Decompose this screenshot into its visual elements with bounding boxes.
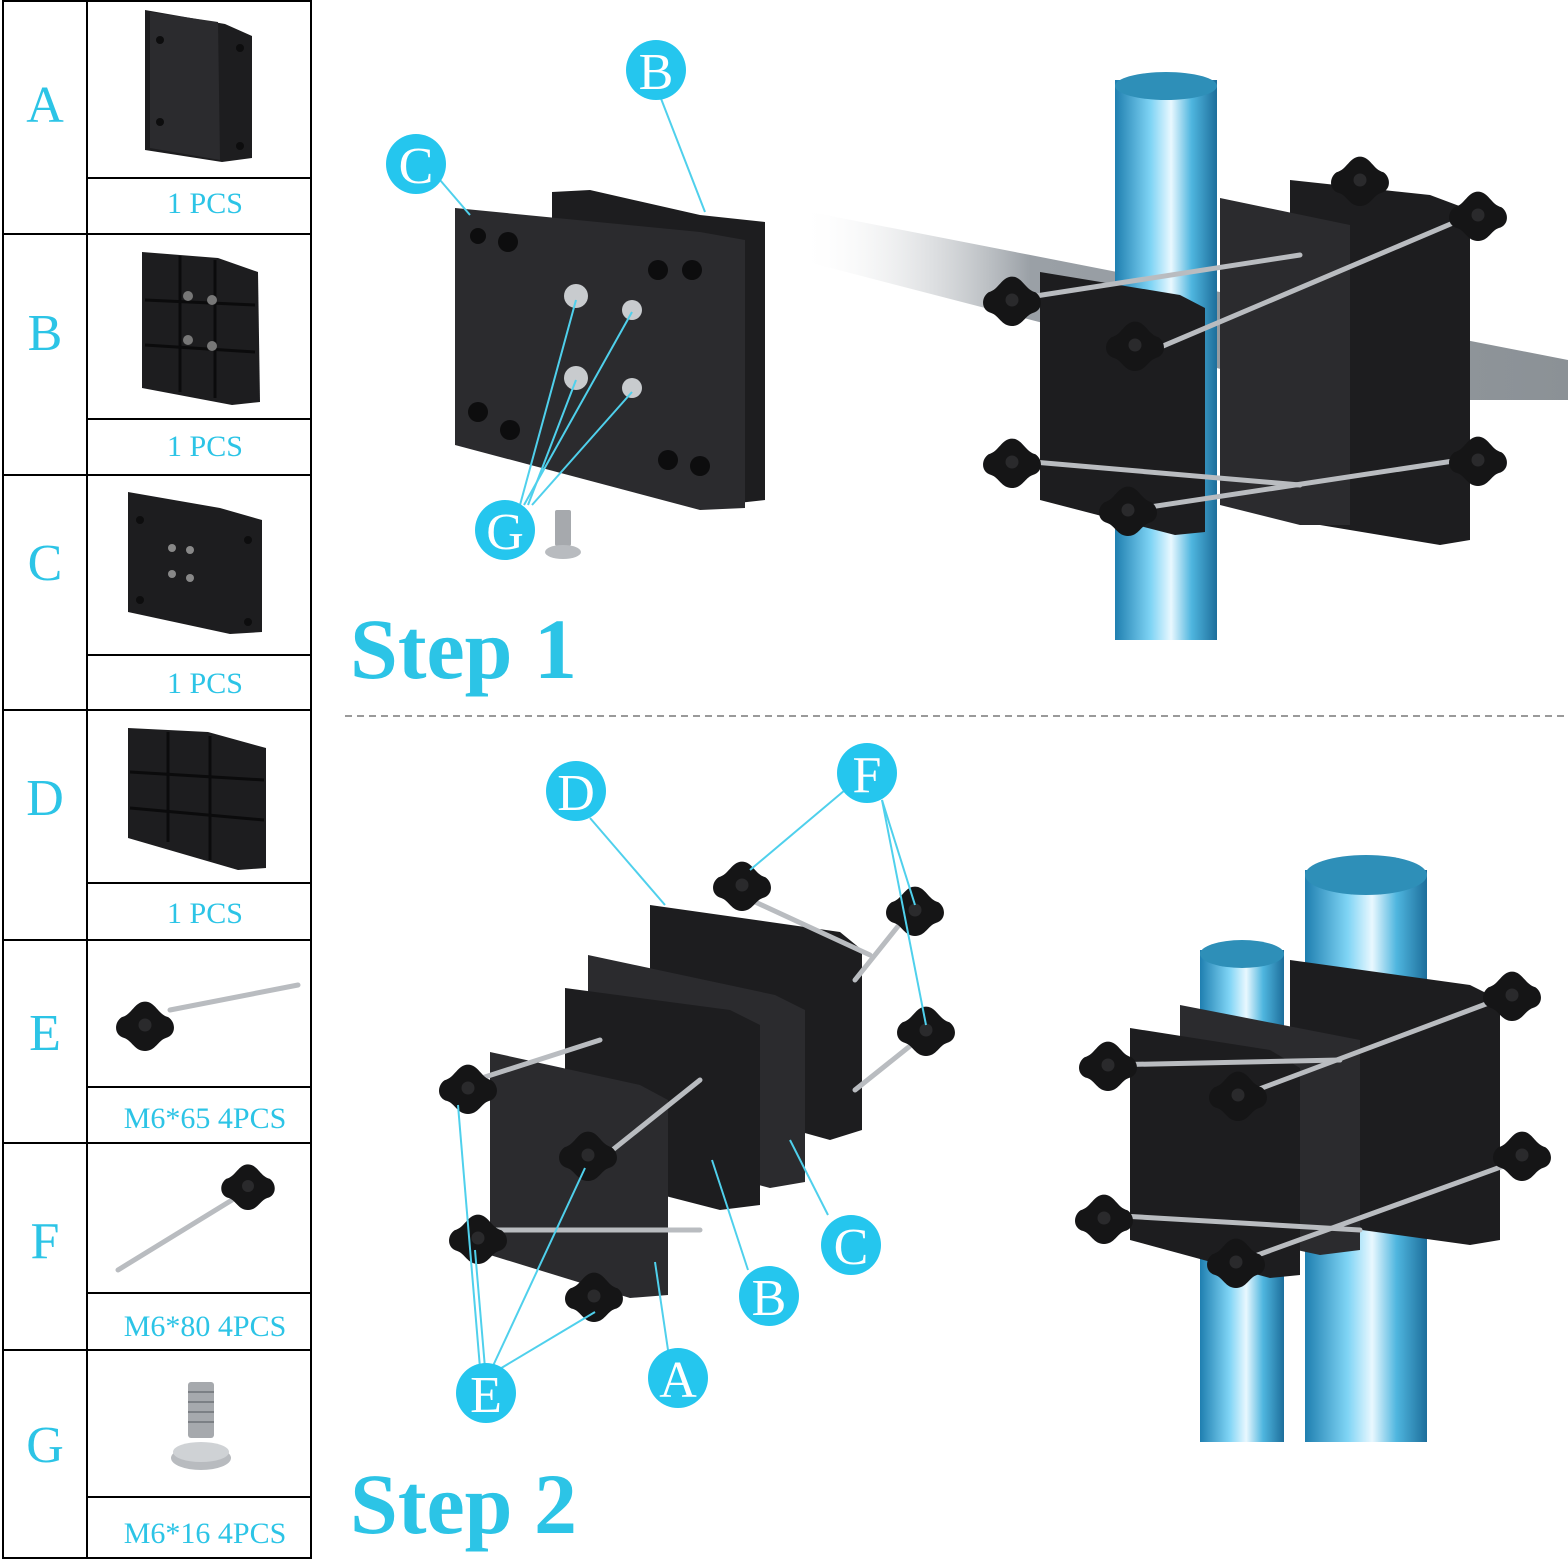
knob-bolt-65-icon (116, 982, 301, 1051)
svg-text:E: E (470, 1367, 502, 1424)
callout-c: C (821, 1215, 881, 1276)
part-letter: D (26, 770, 64, 827)
step2-exploded-view (439, 861, 955, 1322)
svg-text:A: A (659, 1352, 697, 1409)
callout-b: B (626, 40, 686, 101)
callout-g: G (475, 500, 535, 561)
part-letter: F (31, 1213, 60, 1270)
part-letter: B (28, 305, 63, 362)
step1-exploded-plates (455, 190, 765, 510)
callout-f: F (837, 743, 897, 804)
plate-d-icon (128, 728, 266, 870)
parts-row-g: G M6*16 4PCS (26, 1382, 286, 1550)
step2-section: D F C B A E (350, 743, 1551, 1552)
parts-row-c: C 1 PCS (28, 492, 262, 700)
callout-c: C (386, 134, 446, 195)
plate-b-icon (142, 252, 260, 405)
screw-icon (171, 1382, 231, 1470)
svg-text:F: F (853, 747, 882, 804)
parts-row-f: F M6*80 4PCS (31, 1164, 287, 1343)
parts-row-a: A 1 PCS (26, 10, 252, 220)
part-quantity: 1 PCS (167, 187, 243, 220)
svg-text:B: B (639, 44, 674, 101)
svg-text:B: B (752, 1270, 787, 1327)
knob-bolt-80-icon (115, 1164, 275, 1273)
part-quantity: 1 PCS (167, 897, 243, 930)
part-quantity: M6*80 4PCS (124, 1310, 287, 1343)
part-letter: G (26, 1417, 64, 1474)
parts-row-e: E M6*65 4PCS (29, 982, 301, 1135)
step2-assembled-clamp (1075, 855, 1551, 1442)
callout-d: D (546, 761, 606, 822)
parts-table-border (2, 0, 312, 1559)
part-quantity: 1 PCS (167, 430, 243, 463)
svg-text:C: C (399, 138, 434, 195)
part-quantity: M6*65 4PCS (124, 1102, 287, 1135)
part-quantity: M6*16 4PCS (124, 1517, 287, 1550)
part-letter: A (26, 77, 64, 134)
step1-section: C B G Ste (350, 40, 1568, 697)
step1-title: Step 1 (350, 601, 577, 697)
step1-assembled-clamp (800, 72, 1568, 640)
parts-table: A 1 PCS B 1 PCS C (2, 0, 312, 1559)
step2-title: Step 2 (350, 1456, 577, 1552)
part-letter: E (29, 1005, 61, 1062)
svg-text:G: G (486, 504, 524, 561)
plate-c-icon (128, 492, 262, 634)
screw-icon (545, 510, 581, 559)
part-letter: C (28, 535, 63, 592)
callout-b: B (739, 1266, 799, 1327)
callout-e: E (456, 1363, 516, 1424)
parts-row-b: B 1 PCS (28, 252, 260, 463)
plate-a-icon (145, 10, 252, 162)
callout-a: A (648, 1348, 708, 1409)
parts-row-d: D 1 PCS (26, 728, 266, 930)
svg-text:D: D (557, 765, 595, 822)
part-quantity: 1 PCS (167, 667, 243, 700)
svg-text:C: C (834, 1219, 869, 1276)
